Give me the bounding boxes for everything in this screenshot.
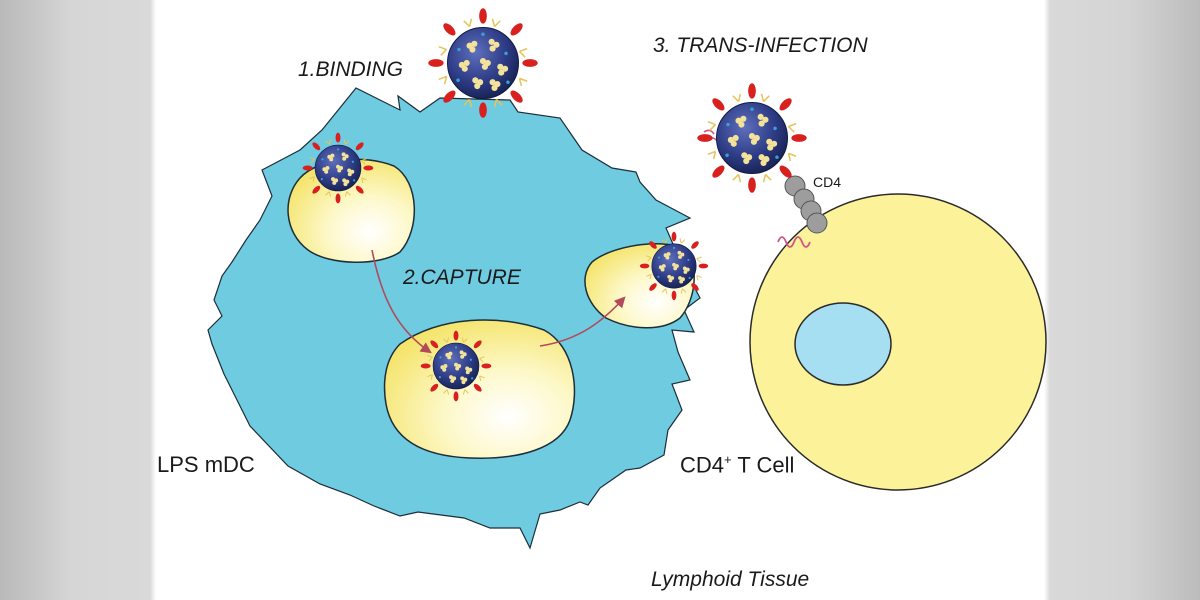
- arrow-to-center-vesicle: [371, 249, 432, 354]
- vesicle-upper-left: [287, 158, 416, 263]
- capture-step-label: 2.CAPTURE: [403, 266, 521, 289]
- arrow-to-right-vesicle: [539, 296, 626, 347]
- binding-step-label: 1.BINDING: [298, 58, 404, 81]
- coreceptor-coil: [777, 236, 811, 248]
- lymphoid-tissue-label: Lymphoid Tissue: [651, 568, 810, 591]
- trans-infection-step-label: 3. TRANS-INFECTION: [653, 34, 868, 57]
- t-cell-label-prefix: CD4: [680, 452, 725, 478]
- cd4-receptor-label: CD4: [813, 174, 842, 190]
- cd4-receptor: [784, 175, 828, 234]
- t-cell-nucleus: [794, 302, 892, 386]
- mdc-cell-label: LPS mDC: [157, 452, 255, 477]
- t-cell-label-superscript: +: [724, 452, 732, 467]
- t-cell-label-suffix: T Cell: [731, 452, 795, 478]
- t-cell: [749, 193, 1047, 491]
- t-cell-label: CD4+ T Cell: [680, 452, 794, 478]
